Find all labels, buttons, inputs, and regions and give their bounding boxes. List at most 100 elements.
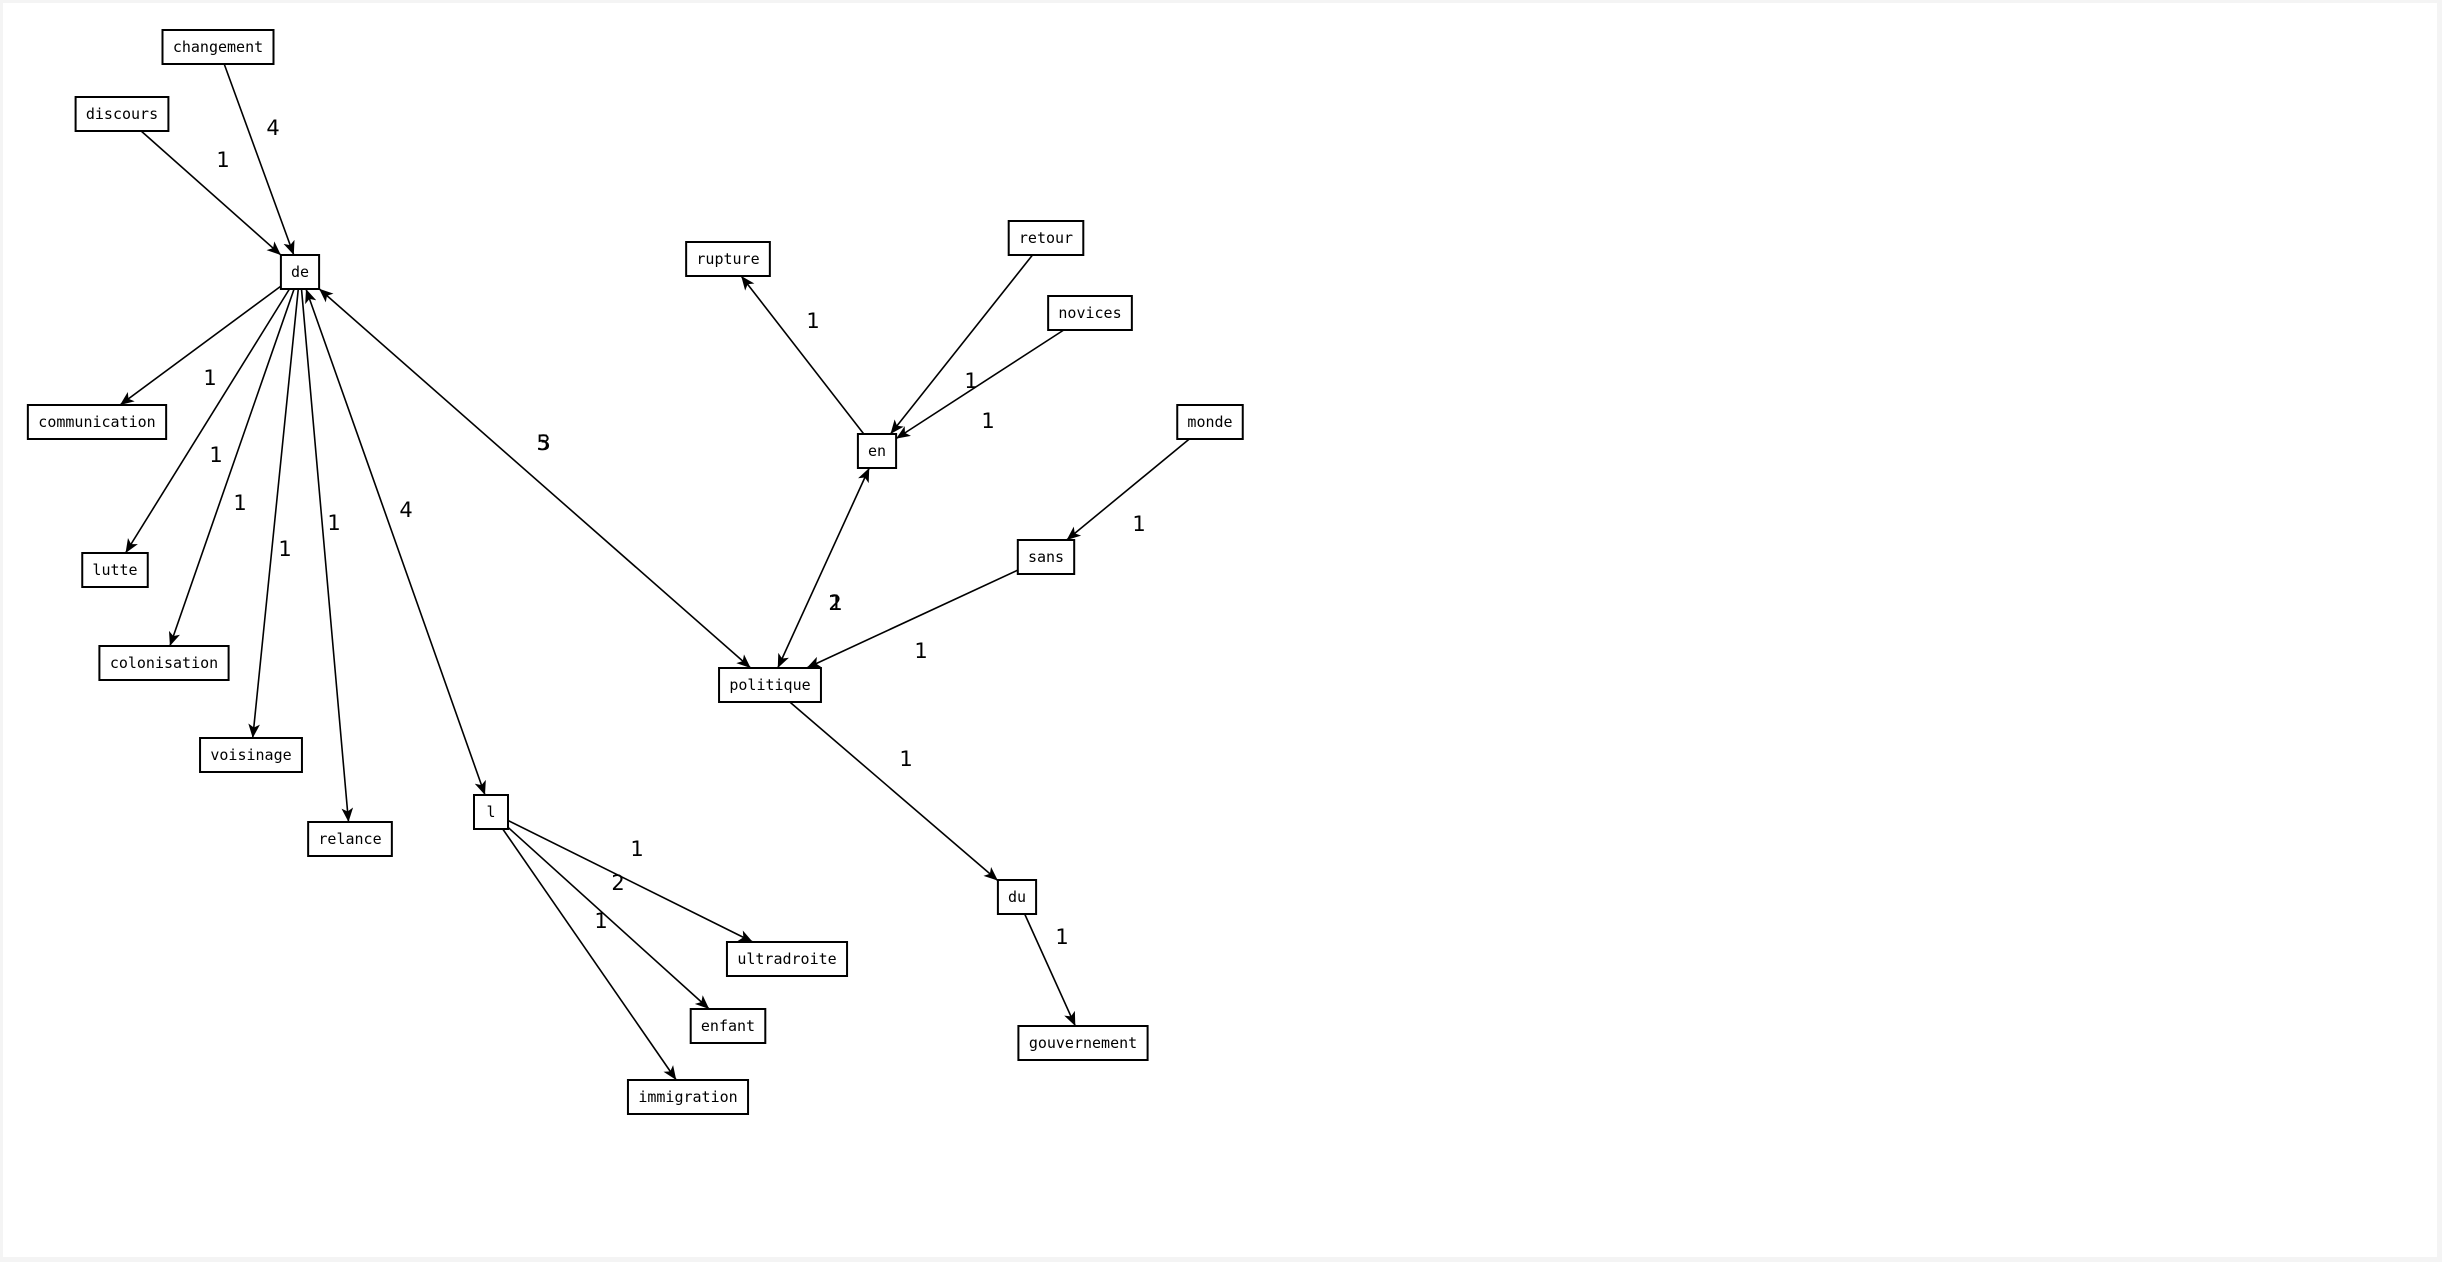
node-box	[996, 879, 1038, 915]
nodes-layer: changement discours de communication lutte co…	[26, 29, 1244, 1115]
edge-de-l	[305, 288, 486, 796]
node-label: retour	[1019, 229, 1073, 247]
node-novices[interactable]: novices	[1047, 295, 1133, 331]
node-box	[161, 29, 275, 65]
node-label: novices	[1058, 304, 1121, 322]
node-box	[1176, 404, 1244, 440]
node-label: lutte	[92, 561, 137, 579]
edge-l-immigration	[502, 828, 677, 1081]
edge-weight: 1	[278, 537, 291, 561]
node-box	[307, 821, 393, 857]
edge-weight: 1	[899, 747, 912, 771]
edge-weight: 1	[806, 309, 819, 333]
node-relance[interactable]: relance	[307, 821, 393, 857]
edge-weight: 1	[594, 909, 607, 933]
edge-de-communication	[119, 285, 282, 406]
edge-changement-de	[223, 63, 295, 256]
edge-weight: 1	[1132, 512, 1145, 536]
edge-weight: 1	[630, 837, 643, 861]
edge-de-relance	[300, 288, 354, 823]
edge-de-voisinage	[248, 288, 300, 739]
edge-weight-reverse: 3	[537, 431, 550, 455]
node-en[interactable]: en	[856, 433, 898, 469]
edge-politique-du	[789, 701, 999, 882]
node-box	[199, 737, 303, 773]
node-box	[1016, 539, 1076, 575]
node-box	[725, 941, 849, 977]
edge-weight: 4	[266, 116, 279, 140]
node-rupture[interactable]: rupture	[685, 241, 771, 277]
node-label: communication	[38, 413, 155, 431]
node-enfant[interactable]: enfant	[689, 1008, 767, 1044]
node-box	[98, 645, 230, 681]
node-communication[interactable]: communication	[26, 404, 168, 440]
edge-en-politique	[777, 467, 870, 669]
edge-l-enfant	[507, 826, 710, 1010]
node-box	[718, 667, 822, 703]
node-box	[689, 1008, 767, 1044]
edge-l-ultradroite	[507, 819, 754, 943]
edge-weight: 1	[964, 369, 977, 393]
edge-weight: 1	[233, 491, 246, 515]
node-box	[1017, 1025, 1149, 1061]
node-politique[interactable]: politique	[718, 667, 822, 703]
node-colonisation[interactable]: colonisation	[98, 645, 230, 681]
node-discours[interactable]: discours	[74, 96, 170, 132]
edge-en-rupture	[740, 275, 865, 435]
node-l[interactable]: l	[473, 794, 509, 830]
node-gouvernement[interactable]: gouvernement	[1017, 1025, 1149, 1061]
edge-du-gouvernement	[1023, 913, 1077, 1027]
edge-weight: 1	[209, 443, 222, 467]
node-changement[interactable]: changement	[161, 29, 275, 65]
edge-weight: 2	[611, 871, 624, 895]
edge-weight-reverse: 1	[829, 591, 842, 615]
node-monde[interactable]: monde	[1176, 404, 1244, 440]
node-label: relance	[318, 830, 381, 848]
node-lutte[interactable]: lutte	[81, 552, 149, 588]
node-du[interactable]: du	[996, 879, 1038, 915]
edge-de-colonisation	[169, 288, 295, 647]
node-box	[1047, 295, 1133, 331]
edge-weight: 1	[981, 409, 994, 433]
node-immigration[interactable]: immigration	[626, 1079, 750, 1115]
edge-sans-politique	[806, 569, 1019, 669]
edge-weight: 4	[399, 498, 412, 522]
node-label: politique	[729, 676, 810, 694]
node-label: sans	[1028, 548, 1064, 566]
edge-weight: 1	[203, 366, 216, 390]
node-label: immigration	[638, 1088, 737, 1106]
edge-weight: 2	[828, 591, 841, 615]
node-de[interactable]: de	[279, 254, 321, 290]
node-label: enfant	[701, 1017, 755, 1035]
node-label: de	[291, 263, 309, 281]
node-label: gouvernement	[1029, 1034, 1137, 1052]
node-box	[1007, 220, 1085, 256]
edge-retour-en	[889, 254, 1034, 435]
node-label: discours	[86, 105, 158, 123]
edge-novices-en	[895, 329, 1065, 440]
edge-de-lutte	[124, 288, 291, 554]
edge-discours-de	[140, 130, 282, 256]
node-box	[26, 404, 168, 440]
node-box	[81, 552, 149, 588]
edge-weight: 1	[1055, 925, 1068, 949]
edge-weight: 1	[327, 511, 340, 535]
node-label: colonisation	[110, 654, 218, 672]
edges-layer	[119, 63, 1190, 1081]
node-box	[74, 96, 170, 132]
edge-weight: 5	[536, 431, 549, 455]
node-box	[279, 254, 321, 290]
node-voisinage[interactable]: voisinage	[199, 737, 303, 773]
node-label: changement	[173, 38, 263, 56]
node-ultradroite[interactable]: ultradroite	[725, 941, 849, 977]
node-retour[interactable]: retour	[1007, 220, 1085, 256]
node-label: l	[486, 803, 495, 821]
node-label: en	[868, 442, 886, 460]
node-label: du	[1008, 888, 1026, 906]
node-box	[473, 794, 509, 830]
node-sans[interactable]: sans	[1016, 539, 1076, 575]
node-label: rupture	[696, 250, 759, 268]
